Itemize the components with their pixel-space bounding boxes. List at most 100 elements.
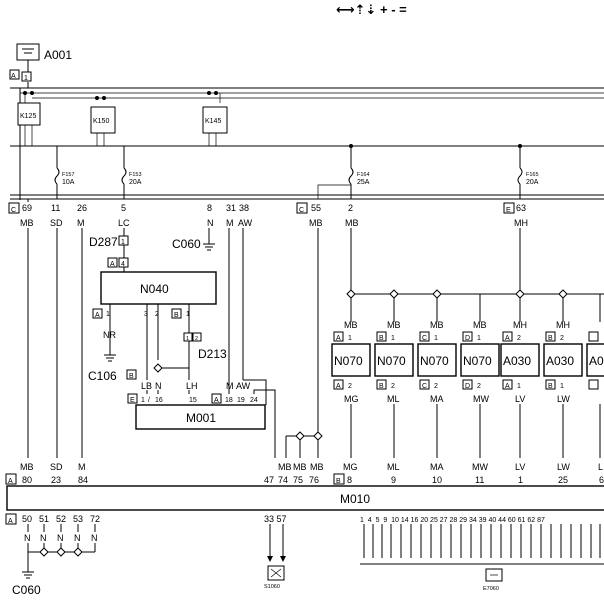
bottom-comp1-label: S1060 [264, 584, 280, 590]
fuse-f165-rating: 20A [526, 179, 539, 186]
c106-label: C106 [88, 369, 117, 383]
bus-pins-left: 69 11 26 5 8 31 38 MB SD M LC N M AW [20, 203, 253, 228]
n070-distribution [346, 289, 604, 322]
n070-top-pin: 1 [477, 335, 481, 342]
a030-label: A030 [503, 354, 531, 368]
m010-wire: SD [50, 462, 63, 472]
d213-pin-1: 1 [186, 336, 189, 342]
m010-wire: LV [515, 462, 525, 472]
fuse-f165-id: F165 [526, 172, 539, 178]
m001-pin: 24 [250, 397, 258, 404]
m010-pin: 74 [278, 475, 288, 485]
relay-k125: K125 [17, 91, 41, 146]
n040-pin-3: 3 [144, 311, 148, 318]
bus-pin: 31 [226, 203, 236, 213]
relay-k145: K145 [202, 91, 228, 146]
n040-pin-a1: 1 [106, 311, 110, 318]
m001-module: LB N LH M AW E 1 / 16 15 A 18 19 24 M001 [127, 379, 276, 458]
bus-c-wire: MB [309, 218, 323, 228]
m001-wire-lh: LH [186, 381, 198, 391]
fuse-f157-rating: 10A [62, 179, 75, 186]
toolbar-symbols[interactable]: ⟷⇡⇣ + - = [336, 2, 407, 17]
m010-bottom-left: A 50 51 52 53 72 N N N N N C060 [5, 513, 100, 597]
n070-bot-wire: MA [430, 394, 444, 404]
n070-top-conn: B [379, 335, 384, 342]
m001-pin: 16 [155, 397, 163, 404]
a030-partial-label: A0 [589, 354, 604, 368]
d287-pin: 1 [121, 239, 125, 246]
n070-label: N070 [377, 354, 406, 368]
m010-bot-conn-a: A [8, 518, 13, 525]
bus-wire: MB [20, 218, 34, 228]
bus-wire: AW [238, 218, 253, 228]
n040-conn-a-bot: A [95, 312, 100, 319]
n070-top-wire: MB [387, 320, 401, 330]
n070-bot-conn: C [422, 383, 427, 390]
m010-wire: MA [430, 462, 444, 472]
m010-bot-pin: 52 [56, 514, 66, 524]
bus-pin: 5 [121, 203, 126, 213]
diode-d287: D287 1 [89, 235, 129, 258]
m010-wire: MB [20, 462, 34, 472]
svg-text:1: 1 [24, 75, 28, 82]
a030-bot-conn: A [505, 383, 510, 390]
m010-pin: 75 [293, 475, 303, 485]
relay-k150-label: K150 [93, 118, 109, 125]
a030-block-2: MH B 2 A030 B 1 LW [543, 320, 583, 458]
m010-bot-pin: 50 [22, 514, 32, 524]
n070-bot-wire: MG [344, 394, 359, 404]
supply-rails [10, 82, 604, 200]
a030-bot-pin: 1 [560, 383, 564, 390]
a030-bot-pin: 1 [517, 383, 521, 390]
bus-pin: 26 [77, 203, 87, 213]
m010-wire: L [598, 462, 603, 472]
bus-pin: 69 [22, 203, 32, 213]
m010-pin: 11 [475, 475, 484, 485]
battery-conn: A [11, 73, 16, 80]
m010-top-conn-b: B [336, 478, 341, 485]
a030-bot-conn: B [548, 383, 553, 390]
bus-c-pin: 2 [348, 203, 353, 213]
n070-top-pin: 1 [434, 335, 438, 342]
m010-bot-wire: N [40, 533, 47, 543]
n070-bot-wire: ML [387, 394, 400, 404]
n040-conn-a: A [110, 261, 115, 268]
m001-conn-e: E [130, 397, 135, 404]
m010-module: M010 [6, 485, 604, 511]
a030-block-1: MH A 2 A030 A 1 LV [500, 320, 540, 458]
bus-e-letter: E [506, 207, 511, 214]
junction-mb-group [285, 431, 323, 458]
m010-wire: MG [343, 462, 358, 472]
n070-block-3: MB C 1 N070 C 2 MA [417, 320, 457, 458]
bus-c-left-letter: C [11, 207, 16, 214]
m010-wire: MB [278, 462, 292, 472]
m010-bottom-mid: 33 57 S1060 [264, 514, 287, 590]
ground-c060-label: C060 [172, 237, 201, 251]
a030-block-3-partial: A0 [586, 331, 604, 458]
bottom-ground-label: C060 [12, 583, 41, 597]
n070-label: N070 [463, 354, 492, 368]
a030-top-wire: MH [513, 320, 527, 330]
diode-d213: 1 2 D213 [153, 332, 227, 380]
a030-top-conn: B [548, 335, 553, 342]
fuse-f157: F157 10A [54, 146, 75, 199]
m001-pin: 1 [141, 397, 145, 404]
n070-top-wire: MB [473, 320, 487, 330]
bus-wire: M [77, 218, 85, 228]
bus-connector-e: E 63 MH [503, 202, 528, 228]
fuse-f153-id: F153 [129, 172, 142, 178]
bus-c-wire: MB [345, 218, 359, 228]
m010-pin: 9 [391, 475, 396, 485]
m010-wire: ML [387, 462, 400, 472]
n070-bot-pin: 2 [391, 383, 395, 390]
battery-a001: A001 A 1 [9, 43, 72, 82]
n070-block-2: MB B 1 N070 B 2 ML [374, 320, 414, 458]
m010-pin: 76 [309, 475, 319, 485]
m001-wire-lb: LB [141, 381, 152, 391]
bus-connector-c-left: C [8, 202, 20, 214]
n040-pin-2: 2 [155, 311, 159, 318]
n070-bot-conn: A [336, 383, 341, 390]
n070-bot-pin: 2 [434, 383, 438, 390]
d213-label: D213 [198, 347, 227, 361]
